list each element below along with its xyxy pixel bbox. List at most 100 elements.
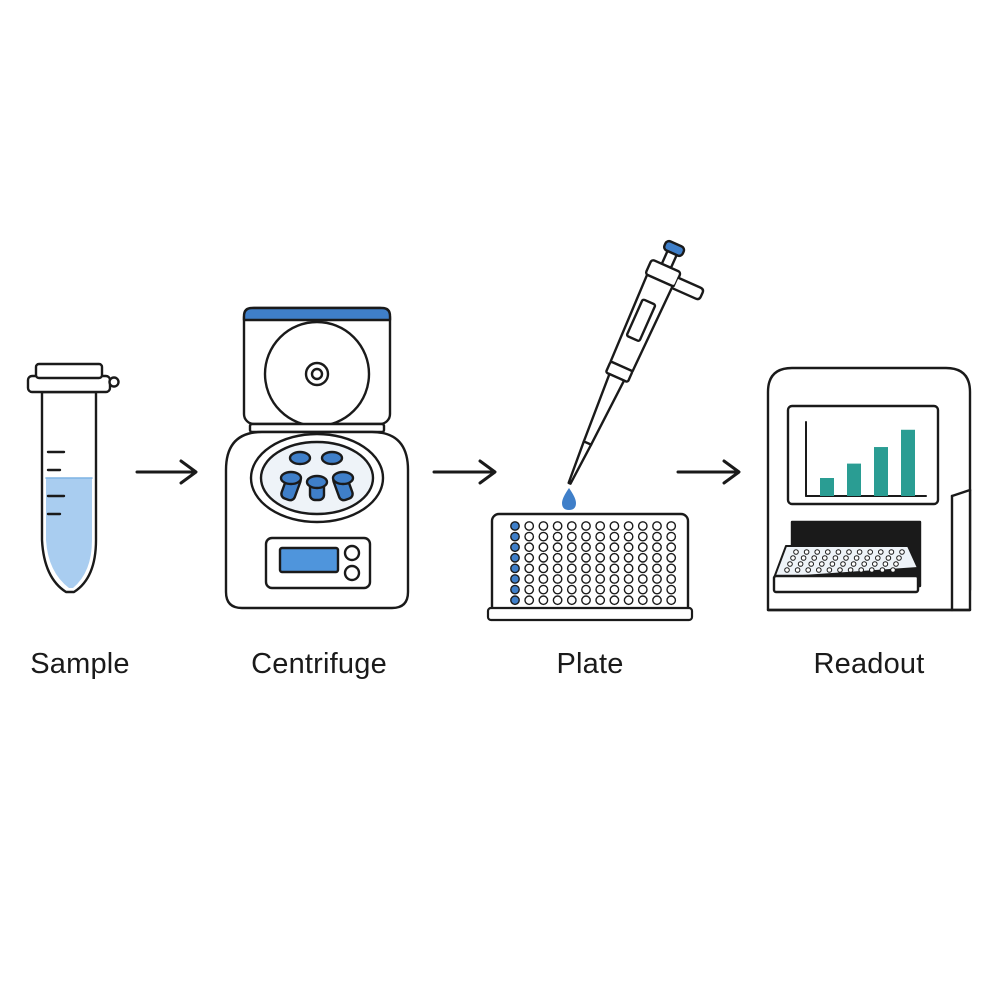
plate-well [666,563,677,574]
plate-well [609,563,620,574]
reader-plate-well [814,549,821,555]
plate-well [566,542,577,553]
plate-well [552,563,563,574]
reader-plate-well [811,555,818,561]
plate-well [652,584,662,595]
plate-well [623,595,634,606]
plate-well [581,542,591,553]
plate-well [666,584,677,595]
arrow-right-icon [432,459,497,485]
plate-well [581,584,591,595]
step-label-readout: Readout [813,648,925,680]
plate-well [595,595,606,606]
well-plate-icon [486,512,694,622]
reader-plate-well [875,555,881,561]
reader-plate-well [885,555,892,561]
plate-reader-icon [766,366,972,612]
plate-well [510,595,520,606]
arrow-right-icon [135,459,198,485]
plate-well [538,552,549,563]
plate-well [595,563,606,574]
plate-well [538,542,549,553]
plate-well [595,584,606,595]
plate-well [510,542,520,553]
plate-well [623,531,634,542]
plate-well [510,552,520,563]
plate-well [538,521,549,531]
reader-plate-well [861,561,868,567]
reader-plate-well [790,555,796,561]
plate-well [623,574,634,584]
reader-plate-well [816,567,822,573]
plate-well [623,521,634,531]
plate-well [566,552,577,563]
arrow-right-icon [676,459,741,485]
plate-well [524,552,535,563]
plate-well [538,595,549,606]
plate-well [595,531,606,542]
reader-plate-well [840,561,846,567]
plate-well [566,521,577,531]
plate-well [637,595,648,606]
plate-well [510,521,520,531]
reader-plate-well [793,549,799,555]
plate-well [524,574,535,584]
plate-well [666,531,677,542]
plate-well [524,542,535,553]
plate-well [652,552,662,563]
readout-bar [820,478,834,496]
reader-plate-well [878,549,884,555]
plate-well [666,521,677,531]
plate-well [566,595,577,606]
plate-well [652,574,662,584]
reader-plate-well [879,567,886,573]
reader-plate-well [822,555,828,561]
plate-well [581,563,591,574]
reader-plate-well [808,561,815,567]
reader-plate-well [888,549,895,555]
plate-well [581,595,591,606]
plate-well [552,531,563,542]
plate-well [524,595,535,606]
plate-well [552,552,563,563]
readout-bar [874,447,888,496]
plate-well [637,584,648,595]
reader-plate-well [850,561,857,567]
plate-well [652,531,662,542]
reader-plate-well [825,549,831,555]
droplet-icon [562,488,576,510]
plate-well [637,552,648,563]
plate-well [552,521,563,531]
reader-plate-well [784,567,790,573]
plate-well [623,542,634,553]
plate-well [552,595,563,606]
plate-well [524,531,535,542]
step-label-centrifuge: Centrifuge [251,648,387,680]
plate-well [510,574,520,584]
reader-plate-well [869,567,875,573]
reader-plate-well [797,561,804,567]
reader-plate-well [846,549,852,555]
reader-plate-well [890,567,896,573]
plate-well [623,552,634,563]
plate-well [652,595,662,606]
plate-well [609,542,620,553]
plate-well [609,531,620,542]
plate-well [637,563,648,574]
plate-well [524,563,535,574]
pipette-plate-icon [486,239,705,622]
pipette-icon [567,239,705,485]
reader-plate-well [858,567,865,573]
plate-well [637,542,648,553]
readout-bar [901,429,915,496]
plate-well [581,531,591,542]
plate-well [581,552,591,563]
plate-well [595,574,606,584]
readout-bar [847,463,861,496]
plate-well [623,584,634,595]
reader-plate-well [899,549,905,555]
plate-well [538,563,549,574]
reader-plate-well [847,567,854,573]
plate-well [609,584,620,595]
